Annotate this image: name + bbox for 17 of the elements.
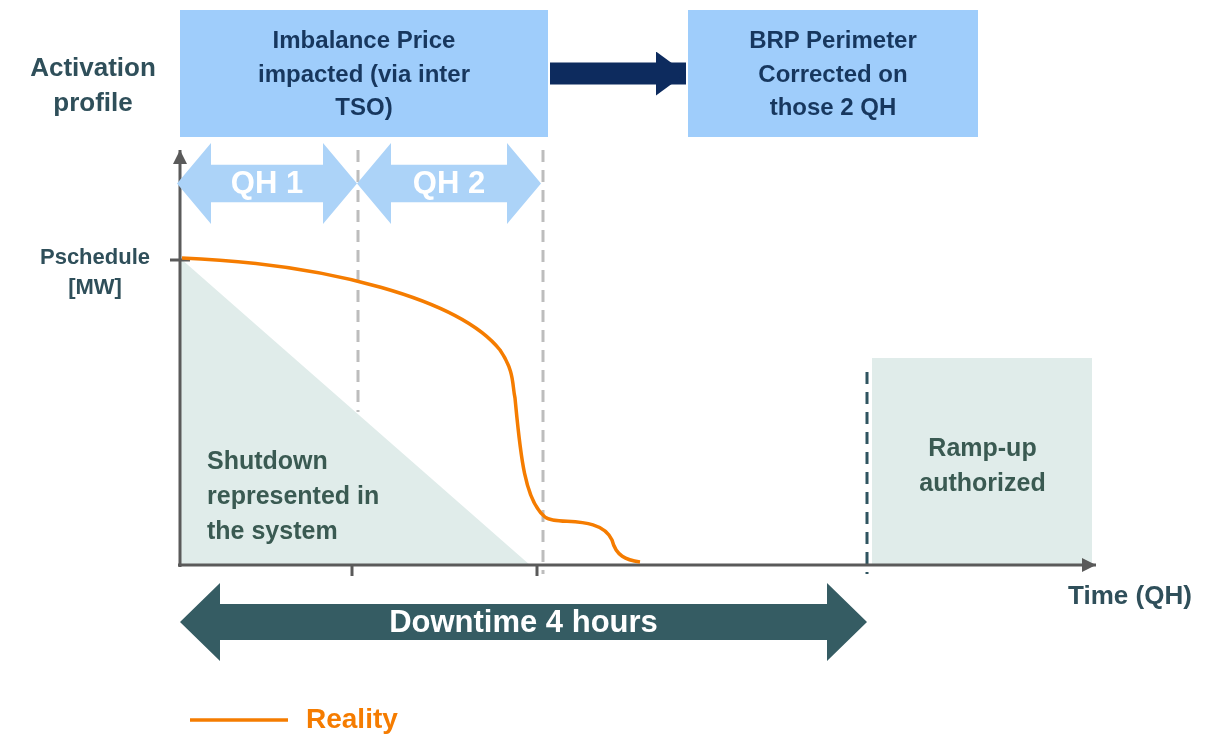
arrow bbox=[550, 51, 686, 96]
box-text: BRP Perimeter Corrected on those 2 QH bbox=[748, 25, 918, 123]
axis-title: Time (QH) bbox=[1067, 579, 1193, 612]
axis-value-label: Pschedule [MW] bbox=[38, 243, 151, 301]
band-label: QH 1 bbox=[230, 166, 304, 201]
double-arrow-band bbox=[180, 583, 867, 661]
legend-label: Reality bbox=[306, 702, 398, 736]
band-label: Downtime 4 hours bbox=[389, 604, 658, 640]
box-text: Imbalance Price impacted (via inter TSO) bbox=[256, 25, 472, 123]
axis-title: Activation profile bbox=[29, 51, 157, 120]
info-box bbox=[180, 10, 548, 137]
band-label: QH 2 bbox=[412, 166, 486, 201]
double-arrow-band bbox=[177, 143, 357, 224]
box-text: Shutdown represented in the system bbox=[207, 444, 381, 546]
info-box bbox=[688, 10, 978, 137]
double-arrow-band bbox=[357, 143, 541, 224]
box-text: Ramp-up authorized bbox=[918, 432, 1047, 498]
